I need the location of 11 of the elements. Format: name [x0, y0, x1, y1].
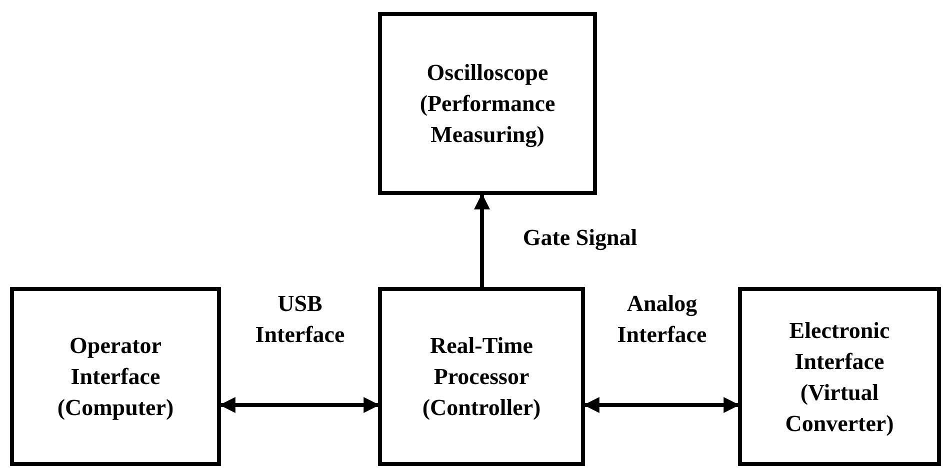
- arrow: [219, 397, 380, 413]
- box-label: Operator Interface (Computer): [56, 332, 175, 422]
- process-box: [378, 287, 585, 466]
- process-box: [10, 287, 221, 466]
- arrow: [474, 193, 490, 287]
- box-label: Oscilloscope (Performance Measuring): [418, 59, 556, 150]
- arrow: [583, 397, 740, 413]
- box-label: Real-Time Processor (Controller): [421, 332, 542, 422]
- box-label: Electronic Interface (Virtual Converter): [784, 316, 895, 438]
- process-box: [378, 12, 597, 195]
- process-box: [738, 287, 941, 466]
